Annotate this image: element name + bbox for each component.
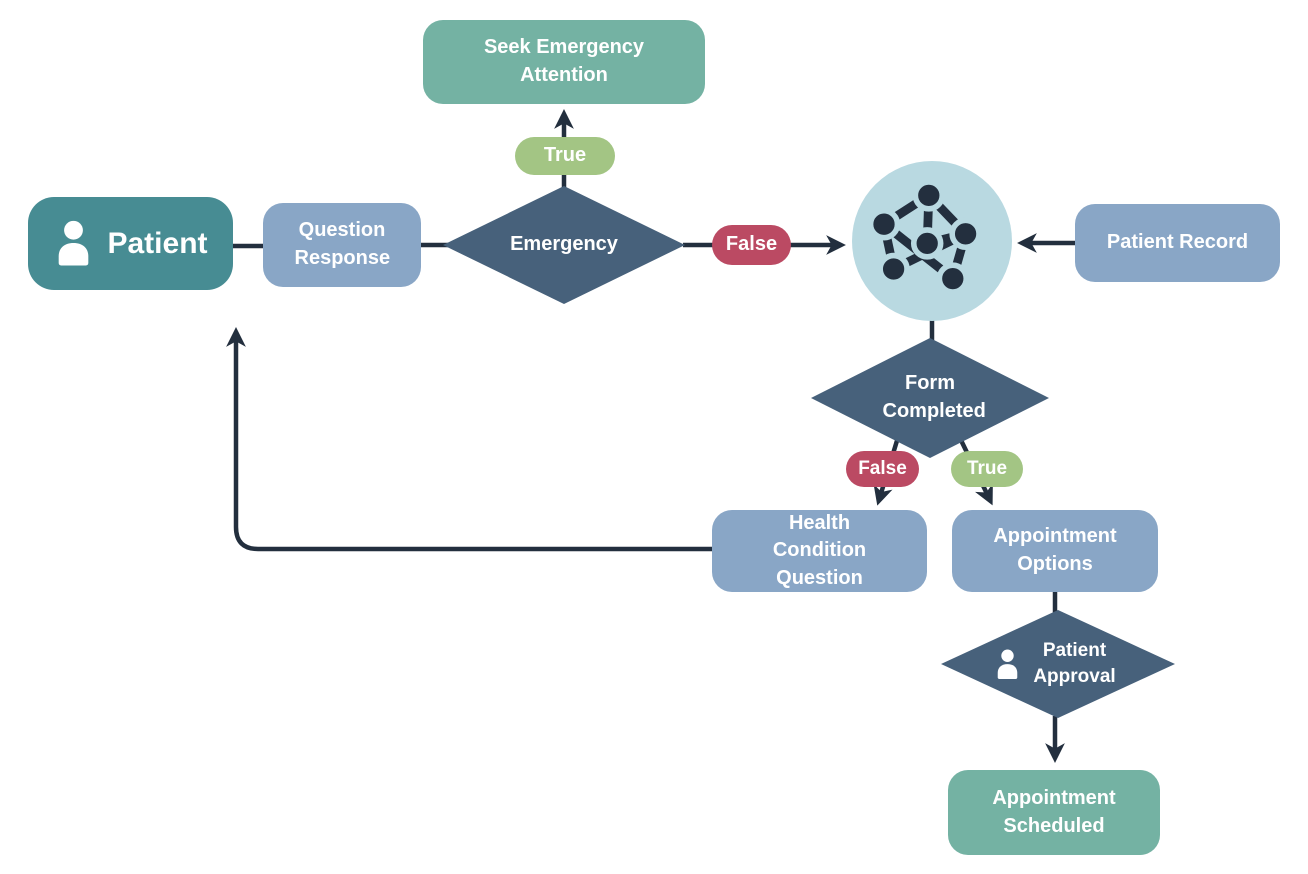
health-condition-node: Health Condition Question [712,510,927,592]
form-true-label: True [966,457,1008,479]
appointment-options-label: Appointment Options [993,525,1117,575]
appointment-scheduled-node: Appointment Scheduled [948,770,1160,855]
seek-emergency-label: Seek Emergency Attention [483,36,645,86]
network-icon [852,157,1012,324]
connector-health-condition-loop-to-patient [226,327,712,552]
form-false-pill: False [846,451,919,487]
form-true-pill: True [951,451,1023,487]
seek-emergency-node: Seek Emergency Attention [423,20,705,104]
ai-matcher-circle [852,161,1012,321]
patient-node: Patient [28,197,233,290]
emergency-false-label: False [725,233,778,256]
patient-approval-label: Patient Approval [1033,639,1116,687]
emergency-true-label: True [543,144,587,167]
patient-record-node: Patient Record [1075,204,1280,282]
patient-label: Patient [107,226,208,260]
emergency-true-pill: True [515,137,615,175]
person-icon [994,649,1021,680]
health-condition-label: Health Condition Question [772,511,867,589]
form-completed-label: Form Completed [882,372,986,422]
appointment-options-node: Appointment Options [952,510,1158,592]
person-icon [53,220,94,267]
emergency-label: Emergency [510,233,618,256]
question-response-node: Question Response [263,203,421,287]
form-false-label: False [858,457,907,479]
question-response-label: Question Response [294,219,391,269]
patient-record-label: Patient Record [1106,231,1249,254]
appointment-scheduled-label: Appointment Scheduled [992,786,1116,837]
emergency-false-pill: False [712,225,791,265]
